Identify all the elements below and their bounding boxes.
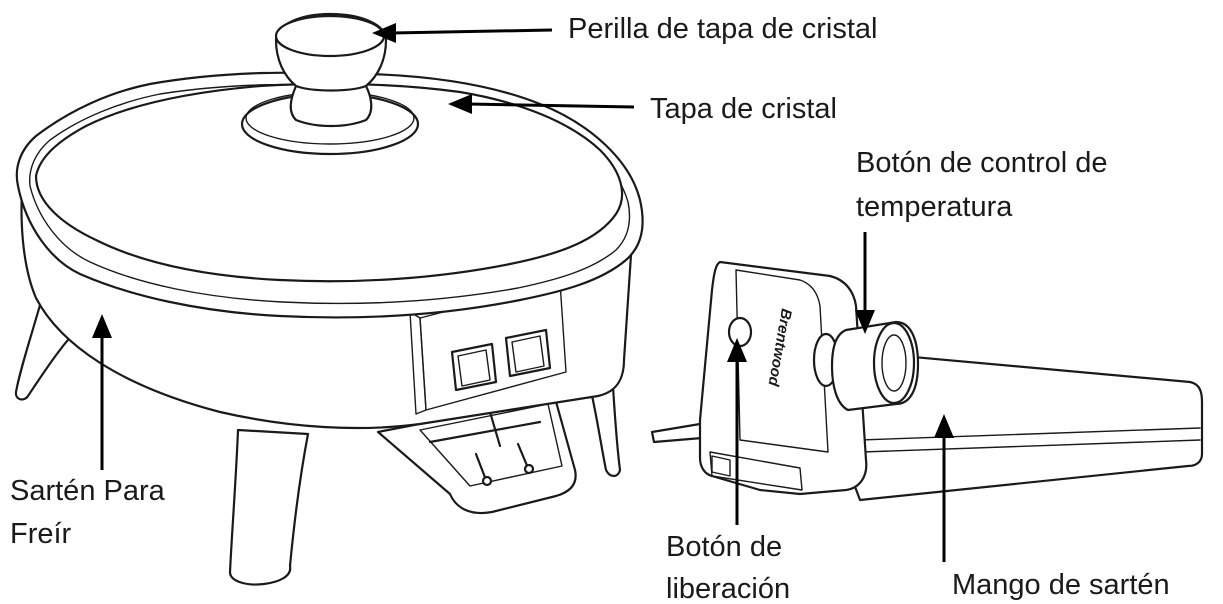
label-temperature-control-line1: Botón de control de [856,147,1108,179]
glass-lid [34,82,624,283]
label-glass-lid: Tapa de cristal [650,93,837,125]
probe-handle-body [828,352,1204,502]
release-button-illustration [727,316,753,348]
label-handle: Mango de sartén [952,569,1170,601]
label-skillet-line2: Freír [10,518,72,550]
callout-arrows [92,23,954,562]
lid-knob-illustration [240,12,420,156]
skillet-illustration [14,12,644,586]
label-temperature-control-line2: temperatura [856,191,1013,223]
label-release-button-line2: liberación [666,573,790,604]
probe-illustration: Brentwood [650,260,1204,502]
label-lid-knob: Perilla de tapa de cristal [568,13,878,45]
arrow-glass-lid [467,102,635,109]
skillet-leg-front-center [228,428,310,586]
skillet-leg-back-right [586,370,622,478]
label-skillet-line1: Sartén Para [10,475,166,507]
temperature-dial-illustration [812,320,920,412]
label-release-button-line1: Botón de [666,531,782,563]
probe-pin [650,422,704,444]
control-box [376,396,577,515]
arrow-lid-knob [391,28,553,35]
callout-labels: Perilla de tapa de cristal Tapa de crist… [10,13,1170,604]
